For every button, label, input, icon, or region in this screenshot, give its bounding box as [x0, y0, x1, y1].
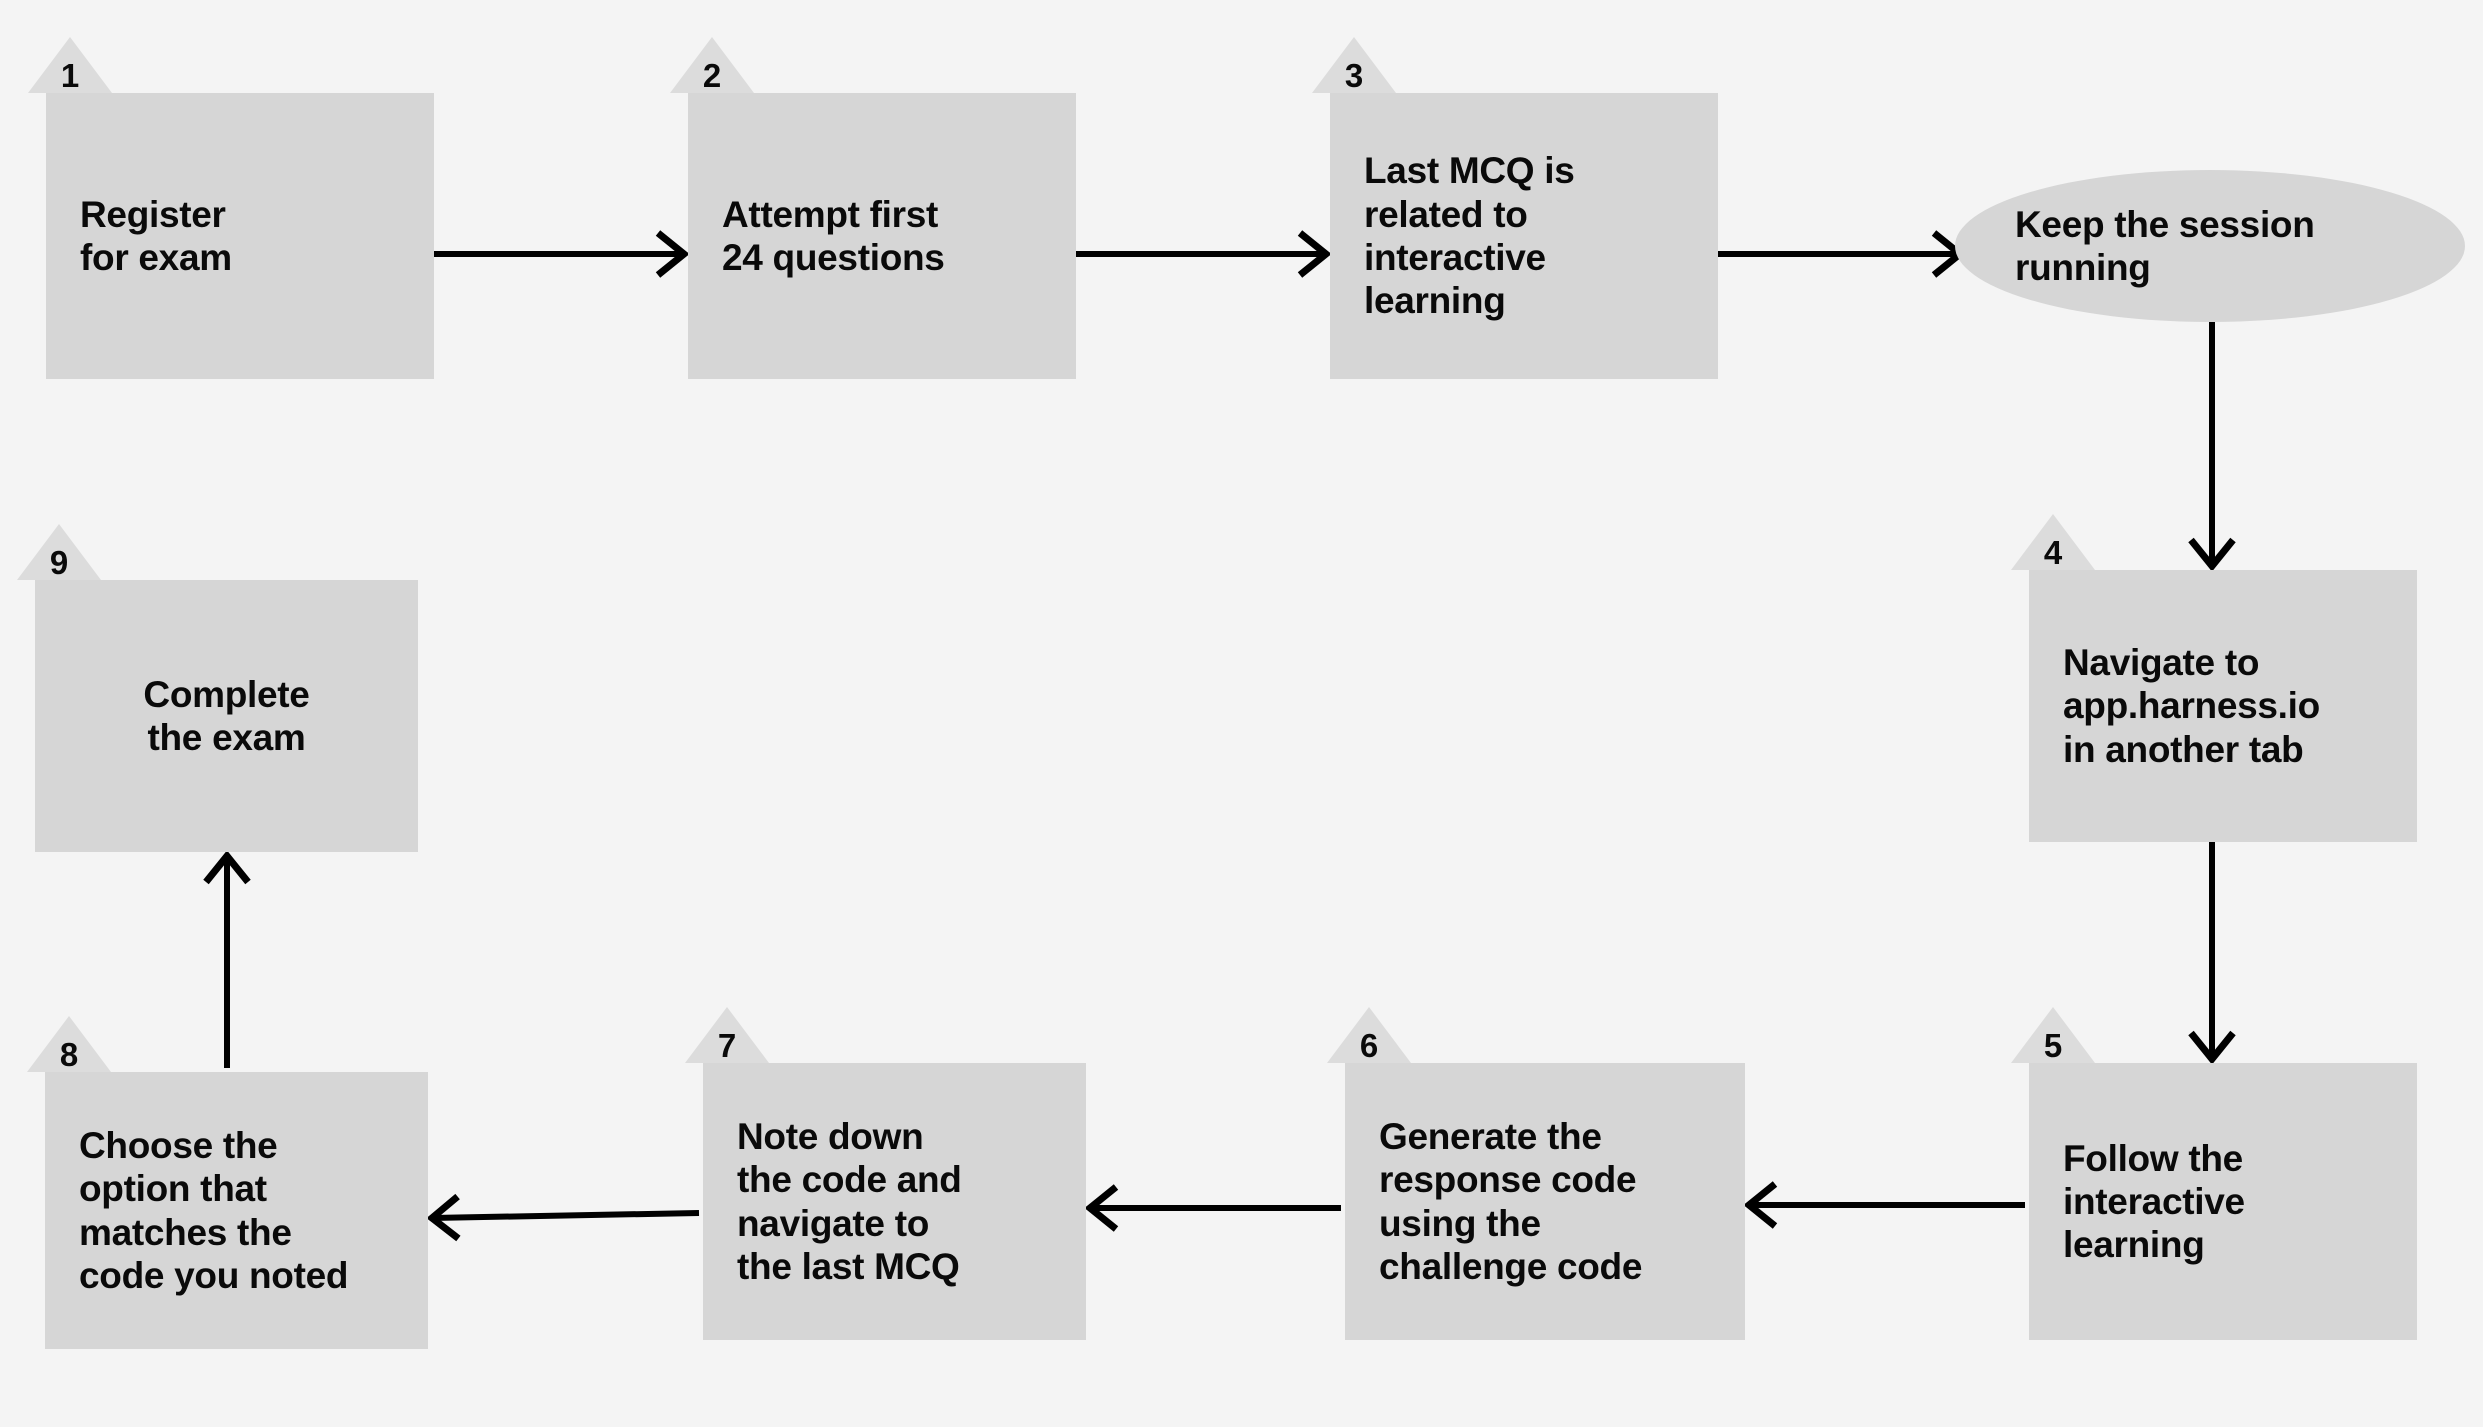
- arrowhead-icon: [1084, 1184, 1119, 1232]
- triangle-icon: [2011, 514, 2095, 570]
- step-number-label: 6: [1359, 1027, 1379, 1064]
- step-number-label: 2: [702, 57, 722, 94]
- flow-arrow-n2-to-n3: [1076, 230, 1332, 278]
- flow-node-label: Keep the session running: [2015, 203, 2315, 288]
- flow-node-n6[interactable]: Follow the interactive learning: [2029, 1063, 2417, 1340]
- flow-node-n9[interactable]: Choose the option that matches the code …: [45, 1072, 428, 1349]
- arrowhead-icon: [2188, 537, 2236, 572]
- flow-arrow-n7-to-n8: [1084, 1184, 1341, 1232]
- flow-node-n2[interactable]: Attempt first 24 questions: [688, 93, 1076, 379]
- triangle-icon: [17, 524, 101, 580]
- flow-node-n4[interactable]: Keep the session running: [1955, 170, 2465, 322]
- arrowhead-icon: [1743, 1181, 1778, 1229]
- flow-arrow-n4-to-n5: [2188, 322, 2236, 572]
- arrowhead-icon: [655, 230, 690, 278]
- step-number-label: 8: [59, 1036, 79, 1073]
- arrowhead-icon: [2188, 1030, 2236, 1065]
- step-number-label: 4: [2043, 534, 2063, 571]
- flow-arrow-n3-to-n4: [1718, 230, 1966, 278]
- flow-node-n7[interactable]: Generate the response code using the cha…: [1345, 1063, 1745, 1340]
- step-number-badge: 1: [28, 37, 112, 93]
- flow-arrow-n9-to-n10: [203, 850, 251, 1068]
- triangle-icon: [670, 37, 754, 93]
- flow-node-label: Note down the code and navigate to the l…: [737, 1115, 962, 1287]
- flow-node-n5[interactable]: Navigate to app.harness.io in another ta…: [2029, 570, 2417, 842]
- flow-node-n8[interactable]: Note down the code and navigate to the l…: [703, 1063, 1086, 1340]
- flow-node-n3[interactable]: Last MCQ is related to interactive learn…: [1330, 93, 1718, 379]
- step-number-badge: 2: [670, 37, 754, 93]
- step-number-label: 1: [60, 57, 80, 94]
- step-number-label: 3: [1344, 57, 1364, 94]
- flow-node-label: Register for exam: [80, 193, 232, 278]
- flow-arrow-n1-to-n2: [434, 230, 690, 278]
- arrow-shaft: [431, 1210, 700, 1221]
- flow-node-n1[interactable]: Register for exam: [46, 93, 434, 379]
- flow-node-label: Last MCQ is related to interactive learn…: [1364, 150, 1575, 322]
- triangle-icon: [28, 37, 112, 93]
- step-number-badge: 8: [27, 1016, 111, 1072]
- step-number-badge: 9: [17, 524, 101, 580]
- flow-node-n10[interactable]: Complete the exam: [35, 580, 418, 852]
- flow-node-label: Follow the interactive learning: [2063, 1137, 2245, 1266]
- flow-arrow-n6-to-n7: [1743, 1181, 2025, 1229]
- step-number-label: 7: [717, 1027, 737, 1064]
- flow-arrow-n5-to-n6: [2188, 842, 2236, 1065]
- arrowhead-icon: [203, 850, 251, 885]
- arrowhead-icon: [1297, 230, 1332, 278]
- step-number-label: 5: [2043, 1027, 2063, 1064]
- triangle-icon: [685, 1007, 769, 1063]
- flow-node-label: Complete the exam: [143, 673, 310, 758]
- step-number-badge: 5: [2011, 1007, 2095, 1063]
- flow-node-label: Attempt first 24 questions: [722, 193, 945, 278]
- flow-arrow-n8-to-n9: [426, 1193, 700, 1242]
- flow-node-label: Navigate to app.harness.io in another ta…: [2063, 642, 2320, 770]
- triangle-icon: [27, 1016, 111, 1072]
- arrowhead-icon: [426, 1193, 461, 1242]
- flow-node-label: Choose the option that matches the code …: [79, 1124, 349, 1296]
- step-number-badge: 4: [2011, 514, 2095, 570]
- step-number-label: 9: [49, 544, 69, 581]
- flow-node-label: Generate the response code using the cha…: [1379, 1115, 1643, 1287]
- triangle-icon: [1312, 37, 1396, 93]
- step-number-badge: 7: [685, 1007, 769, 1063]
- triangle-icon: [2011, 1007, 2095, 1063]
- triangle-icon: [1327, 1007, 1411, 1063]
- step-number-badge: 6: [1327, 1007, 1411, 1063]
- step-number-badge: 3: [1312, 37, 1396, 93]
